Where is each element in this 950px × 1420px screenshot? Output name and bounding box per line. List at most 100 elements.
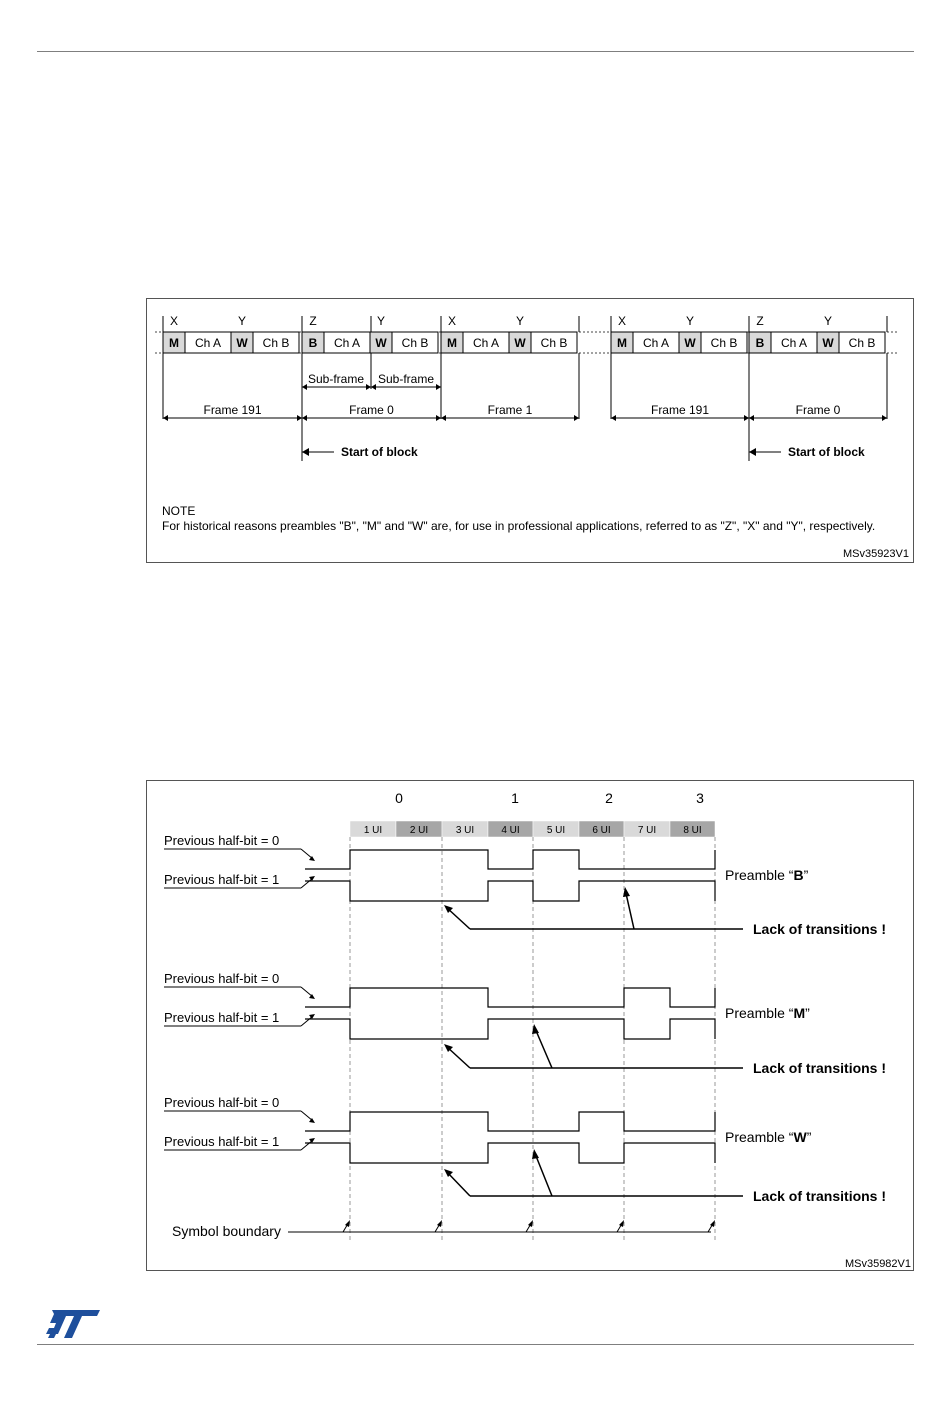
ui-label: 7 UI (638, 825, 656, 836)
subframe-top-label: Y (516, 314, 524, 328)
cell-label: Ch B (541, 336, 568, 350)
prev-half-bit-label: Previous half-bit = 0 (164, 1095, 279, 1110)
arrow-head (371, 384, 376, 390)
waveform-prev1 (305, 1018, 716, 1040)
waveform-prev1 (305, 880, 716, 902)
cell-label: Ch A (473, 336, 499, 350)
note-text: For historical reasons preambles "B", "M… (162, 519, 875, 533)
arrow-head (623, 887, 630, 897)
subframe-label: Sub-frame (308, 372, 364, 386)
st-logo-icon (46, 1310, 100, 1338)
symbol-number: 1 (511, 790, 519, 806)
arrow-head (532, 1024, 539, 1034)
frame-label: Frame 191 (651, 403, 709, 417)
cell-label: Ch B (849, 336, 876, 350)
waveform-prev0 (305, 1111, 716, 1132)
subframe-label: Sub-frame (378, 372, 434, 386)
ui-box (669, 820, 716, 838)
symbol-number: 2 (605, 790, 613, 806)
prev-half-bit-label: Previous half-bit = 0 (164, 971, 279, 986)
arrow-head (710, 1220, 715, 1227)
cell-label: Ch A (781, 336, 807, 350)
subframe-top-label: X (170, 314, 178, 328)
arrow-head (574, 415, 579, 421)
waveform-prev0 (305, 849, 716, 870)
arrow-head (611, 415, 616, 421)
cell-label: W (822, 336, 834, 350)
ui-label: 8 UI (683, 825, 701, 836)
arrow-head (309, 1138, 315, 1143)
arrow-head (163, 415, 168, 421)
arrow-head (366, 384, 371, 390)
arrow-head (744, 415, 749, 421)
cell-label: Ch B (711, 336, 738, 350)
cell-label: Ch A (643, 336, 669, 350)
preamble-label: Preamble “B” (725, 867, 809, 883)
arrow-head (882, 415, 887, 421)
cell-label: W (236, 336, 248, 350)
lack-of-transitions-label: Lack of transitions ! (753, 1188, 886, 1204)
waveform-prev1 (305, 1142, 716, 1164)
subframe-top-label: Y (238, 314, 246, 328)
arrow-head (309, 856, 315, 861)
subframe-top-label: Z (309, 314, 316, 328)
preamble-prefix: Preamble “ (725, 1005, 794, 1021)
arrow-head (309, 1118, 315, 1123)
preamble-label: Preamble “W” (725, 1129, 812, 1145)
subframe-top-label: Y (824, 314, 832, 328)
lack-of-transitions-label: Lack of transitions ! (753, 921, 886, 937)
arrow-head (309, 994, 315, 999)
preamble-letter: M (793, 1005, 805, 1021)
channel-cell (252, 331, 300, 354)
subframe-top-label: Z (756, 314, 763, 328)
arrow-head (441, 415, 446, 421)
preamble-suffix: ” (805, 1005, 810, 1021)
preamble-letter: B (793, 867, 803, 883)
symbol-number: 3 (696, 790, 704, 806)
frame-label: Frame 1 (488, 403, 533, 417)
subframe-top-label: Y (377, 314, 385, 328)
channel-cell (700, 331, 748, 354)
lack-of-transitions-label: Lack of transitions ! (753, 1060, 886, 1076)
prev-half-bit-label: Previous half-bit = 1 (164, 1010, 279, 1025)
ui-label: 4 UI (501, 825, 519, 836)
preamble-prefix: Preamble “ (725, 867, 794, 883)
channel-cell (530, 331, 578, 354)
arrow-head (302, 415, 307, 421)
prev-half-bit-label: Previous half-bit = 0 (164, 833, 279, 848)
subframe-top-label: Y (686, 314, 694, 328)
arrow-head (444, 1044, 453, 1052)
cell-label: Ch B (402, 336, 429, 350)
prev-half-bit-label: Previous half-bit = 1 (164, 1134, 279, 1149)
arrow-head (749, 415, 754, 421)
header-rule (37, 51, 914, 52)
cell-label: M (617, 336, 627, 350)
frame-label: Frame 191 (203, 403, 261, 417)
cell-label: Ch A (195, 336, 221, 350)
preamble-letter: W (793, 1129, 807, 1145)
lack-arrow-line (533, 1150, 553, 1197)
frame-label: Frame 0 (796, 403, 841, 417)
preamble-suffix: ” (807, 1129, 812, 1145)
frame-label: Frame 0 (349, 403, 394, 417)
cell-label: M (169, 336, 179, 350)
subframe-top-label: X (618, 314, 626, 328)
arrow-head (444, 1169, 453, 1177)
cell-label: W (514, 336, 526, 350)
figure-id: MSv35982V1 (845, 1258, 911, 1270)
ui-label: 1 UI (364, 825, 382, 836)
preamble-prefix: Preamble “ (725, 1129, 794, 1145)
label-leader-line (300, 877, 314, 889)
arrow-head (309, 876, 315, 881)
prev-half-bit-label: Previous half-bit = 1 (164, 872, 279, 887)
preamble-label: Preamble “M” (725, 1005, 810, 1021)
subframe-top-label: X (448, 314, 456, 328)
ui-label: 6 UI (592, 825, 610, 836)
cell-label: W (375, 336, 387, 350)
arrow-head (297, 415, 302, 421)
channel-cell (838, 331, 886, 354)
